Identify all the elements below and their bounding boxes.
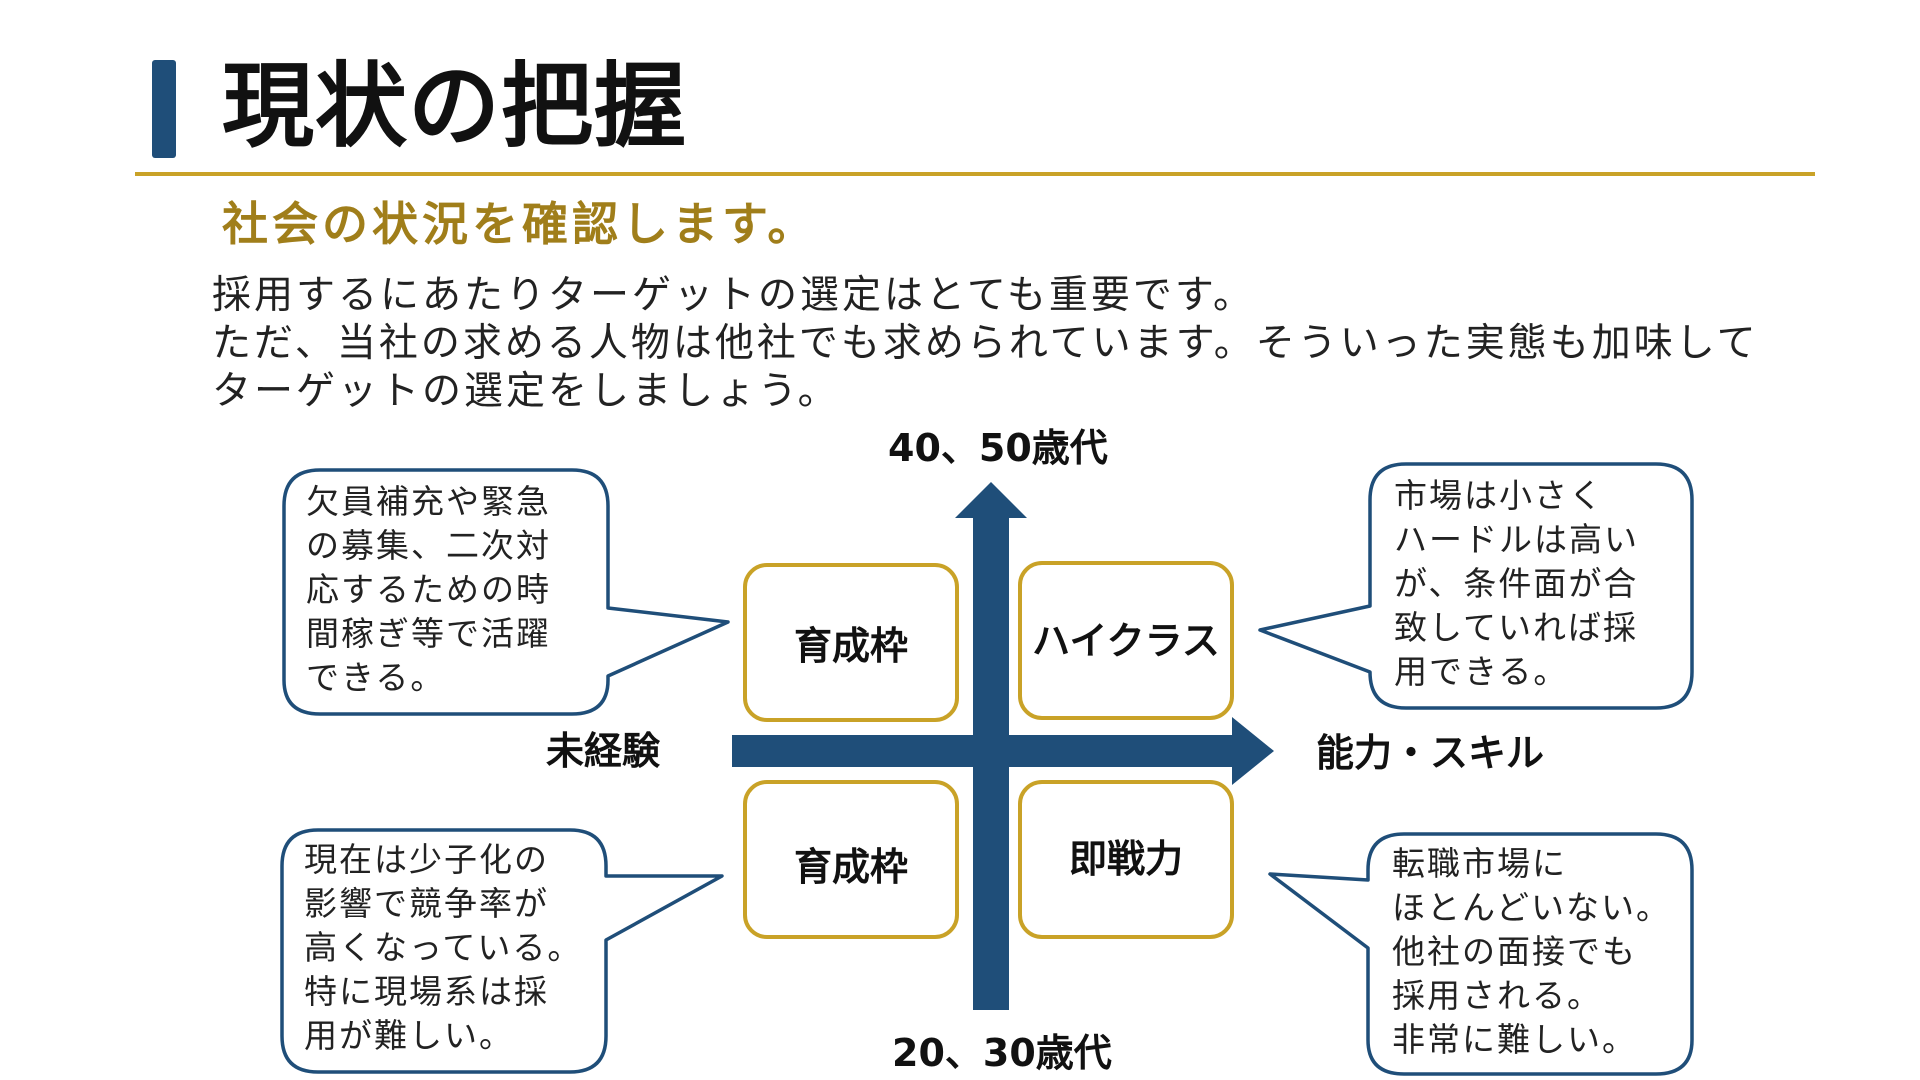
callout-top-right-text: 市場は小さく ハードルは高い が、条件面が合 致していれば採 用できる。 — [1394, 474, 1639, 694]
axis-label-top: 40、50歳代 — [888, 426, 1108, 470]
callout-line: 応するための時 — [306, 570, 551, 609]
callout-bottom-right-text: 転職市場に ほとんどいない。 他社の面接でも 採用される。 非常に難しい。 — [1392, 842, 1671, 1062]
axis-label-right: 能力・スキル — [1316, 731, 1545, 775]
intro-line: ターゲットの選定をしましょう。 — [212, 369, 840, 414]
callout-line: 特に現場系は採 — [304, 972, 549, 1011]
callout-bottom-left-bubble — [280, 828, 724, 1074]
quadrant-label-top-left: 育成枠 — [793, 624, 908, 668]
quadrant-box-top-left — [743, 563, 959, 722]
callout-line: 高くなっている。 — [304, 928, 583, 967]
vertical-axis-arrow — [955, 482, 1027, 1010]
callout-line: 市場は小さく — [1394, 476, 1604, 515]
callout-top-right-bubble — [1258, 462, 1694, 710]
page-title: 現状の把握 — [222, 53, 688, 160]
quadrant-box-bottom-right — [1018, 780, 1234, 939]
callout-line: 現在は少子化の — [304, 840, 549, 879]
quadrant-box-bottom-left — [743, 780, 959, 939]
intro-line: ただ、当社の求める人物は他社でも求められています。そういった実態も加味して — [212, 321, 1759, 366]
callout-line: の募集、二次対 — [306, 526, 551, 565]
axis-label-left: 未経験 — [546, 729, 661, 773]
callout-line: が、条件面が合 — [1394, 564, 1639, 603]
quadrant-box-top-right — [1018, 561, 1234, 720]
callout-line: 他社の面接でも — [1392, 932, 1637, 971]
quadrant-label-top-right: ハイクラス — [1032, 619, 1220, 663]
callout-line: ほとんどいない。 — [1392, 888, 1672, 927]
callout-line: 欠員補充や緊急 — [306, 482, 551, 521]
callout-line: 間稼ぎ等で活躍 — [306, 614, 551, 653]
intro-line: 採用するにあたりターゲットの選定はとても重要です。 — [212, 273, 1255, 318]
page-subtitle: 社会の状況を確認します。 — [222, 197, 818, 251]
quadrant-label-bottom-left: 育成枠 — [793, 845, 908, 889]
quadrant-label-bottom-right: 即戦力 — [1068, 837, 1183, 881]
callout-bottom-left-text: 現在は少子化の 影響で競争率が 高くなっている。 特に現場系は採 用が難しい。 — [304, 838, 582, 1058]
intro-text: 採用するにあたりターゲットの選定はとても重要です。 ただ、当社の求める人物は他社… — [212, 272, 1759, 416]
callout-line: ハードルは高い — [1394, 520, 1639, 559]
callout-top-left-bubble — [282, 468, 730, 716]
title-accent-bar — [152, 60, 176, 158]
axis-label-bottom: 20、30歳代 — [892, 1031, 1112, 1075]
callout-line: できる。 — [306, 658, 446, 697]
callout-line: 採用される。 — [1392, 976, 1602, 1015]
title-underline — [135, 172, 1815, 176]
callout-line: 致していれば採 — [1394, 608, 1639, 647]
callout-bottom-right-bubble — [1268, 832, 1694, 1076]
callout-line: 用できる。 — [1394, 652, 1569, 691]
callout-top-left-text: 欠員補充や緊急 の募集、二次対 応するための時 間稼ぎ等で活躍 できる。 — [306, 480, 551, 700]
callout-line: 非常に難しい。 — [1392, 1020, 1637, 1059]
callout-line: 影響で競争率が — [304, 884, 549, 923]
callout-line: 転職市場に — [1392, 844, 1567, 883]
callout-line: 用が難しい。 — [304, 1016, 514, 1055]
